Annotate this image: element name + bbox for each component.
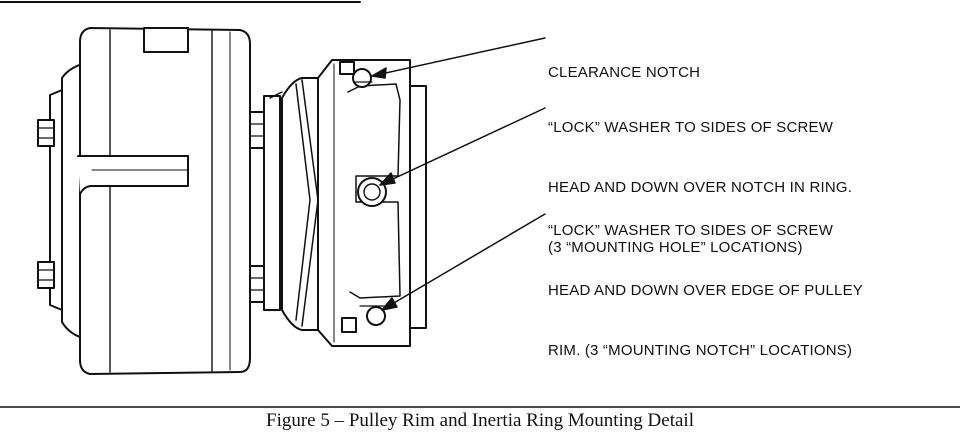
mounting-notch bbox=[341, 305, 391, 333]
housing bbox=[37, 27, 281, 375]
callout-line: HEAD AND DOWN OVER NOTCH IN RING. bbox=[548, 179, 853, 196]
leader-mounting-hole bbox=[379, 107, 546, 186]
pulley bbox=[269, 77, 319, 331]
mounting-hole bbox=[357, 177, 387, 207]
figure-caption: Figure 5 – Pulley Rim and Inertia Ring M… bbox=[266, 410, 694, 431]
leader-clearance bbox=[371, 37, 546, 79]
callout-line: “LOCK” WASHER TO SIDES OF SCREW bbox=[548, 222, 834, 239]
callout-line: (3 “MOUNTING HOLE” LOCATIONS) bbox=[548, 239, 803, 256]
mounting-hole-label: “LOCK” WASHER TO SIDES OF SCREW HEAD AND… bbox=[548, 78, 852, 298]
clearance-notch bbox=[339, 61, 373, 88]
callout-line: “LOCK” WASHER TO SIDES OF SCREW bbox=[548, 119, 834, 136]
callout-line: HEAD AND DOWN OVER EDGE OF PULLEY bbox=[548, 282, 863, 299]
leader-mounting-notch bbox=[381, 213, 546, 311]
mounting-notch-label: “LOCK” WASHER TO SIDES OF SCREW HEAD AND… bbox=[548, 181, 863, 401]
clearance-notch-label: CLEARANCE NOTCH bbox=[548, 23, 700, 123]
callout-line: CLEARANCE NOTCH bbox=[548, 64, 701, 81]
callout-line: RIM. (3 “MOUNTING NOTCH” LOCATIONS) bbox=[548, 342, 853, 359]
